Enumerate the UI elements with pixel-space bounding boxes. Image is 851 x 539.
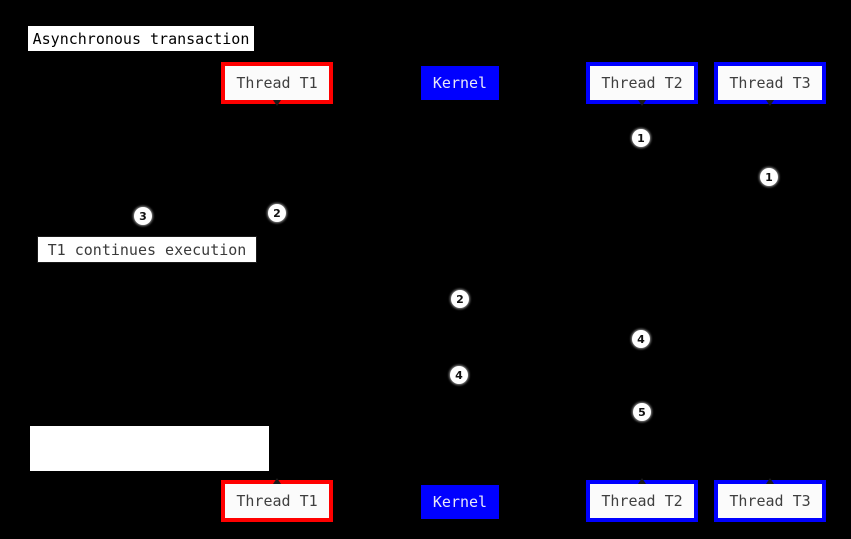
lifeline-foot-label: Thread T1 xyxy=(236,492,318,510)
badge-t2-4: 4 xyxy=(632,330,650,348)
lifeline-foot-label: Thread T3 xyxy=(729,492,811,510)
arrow-t2-top-icon xyxy=(638,100,646,106)
badge-t2-1: 1 xyxy=(632,129,650,147)
lifeline-head-label: Kernel xyxy=(432,74,488,92)
lifeline-head-t1-top[interactable]: Thread T1 xyxy=(221,62,333,104)
badge-t2-5: 5 xyxy=(633,403,651,421)
lifeline-foot-label: Kernel xyxy=(432,493,488,511)
badge-t1-3: 3 xyxy=(134,207,152,225)
lifeline-head-t2-top[interactable]: Thread T2 xyxy=(586,62,698,104)
lifeline-foot-label: Thread T2 xyxy=(601,492,683,510)
lifeline-foot-t1-bottom[interactable]: Thread T1 xyxy=(221,480,333,522)
lifeline-head-label: Thread T1 xyxy=(236,74,318,92)
diagram-title-label: Asynchronous transaction xyxy=(32,29,250,48)
badge-k-4: 4 xyxy=(450,366,468,384)
lifeline-head-label: Thread T3 xyxy=(729,74,811,92)
diagram-title-box: Asynchronous transaction xyxy=(27,25,255,52)
lifeline-t1 xyxy=(277,104,278,480)
blank-note xyxy=(30,426,269,471)
badge-t3-1: 1 xyxy=(760,168,778,186)
arrow-t1-top-icon xyxy=(273,100,281,106)
arrow-t3-top-icon xyxy=(766,100,774,106)
badge-k-2: 2 xyxy=(451,290,469,308)
lifeline-head-t3-top[interactable]: Thread T3 xyxy=(714,62,826,104)
note-t1-continues: T1 continues execution xyxy=(37,236,257,263)
lifeline-head-label: Thread T2 xyxy=(601,74,683,92)
arrow-t2-bottom-icon xyxy=(638,478,646,484)
note-label: T1 continues execution xyxy=(47,240,247,259)
arrow-t3-bottom-icon xyxy=(766,478,774,484)
lifeline-foot-t3-bottom[interactable]: Thread T3 xyxy=(714,480,826,522)
badge-t1-2: 2 xyxy=(268,204,286,222)
lifeline-foot-t2-bottom[interactable]: Thread T2 xyxy=(586,480,698,522)
lifeline-head-kernel-top[interactable]: Kernel xyxy=(421,66,499,100)
lifeline-foot-kernel-bottom[interactable]: Kernel xyxy=(421,485,499,519)
lifeline-t3 xyxy=(770,104,771,480)
lifeline-t2 xyxy=(642,104,643,480)
arrow-t1-bottom-icon xyxy=(273,478,281,484)
